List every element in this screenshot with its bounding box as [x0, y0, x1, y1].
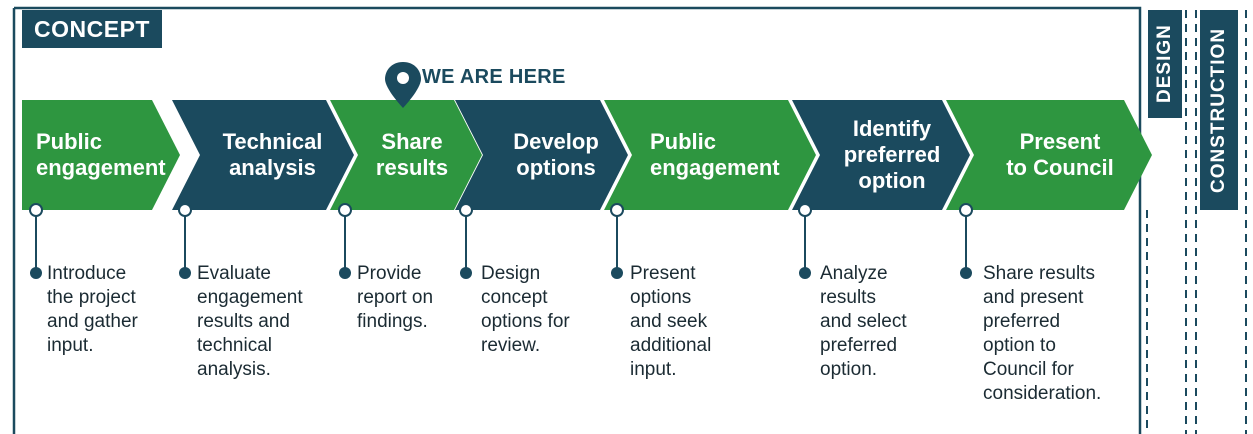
construction-phase-label: CONSTRUCTION [1208, 27, 1229, 193]
step-chevron-5 [604, 100, 816, 210]
step-title-7: Present to Council [1006, 129, 1114, 180]
step-title-3: Share results [375, 129, 449, 180]
design-block [1148, 10, 1182, 118]
step-title-4: Develop options [513, 129, 599, 180]
step-title-6: Identify preferred option [843, 116, 941, 193]
step-chevron-4 [455, 100, 628, 210]
step-chevron-2 [172, 100, 354, 210]
step-description-3: Provide report on findings. [357, 263, 434, 332]
step-bullet-dot-2 [179, 267, 191, 279]
step-bullet-dot-5 [611, 267, 623, 279]
step-description-4: Design concept options for review. [481, 263, 570, 356]
step-title-2: Technical analysis [222, 129, 323, 180]
step-description-7: Share results and present preferred opti… [983, 263, 1102, 404]
location-pin-icon [385, 62, 421, 108]
step-title-5: Public engagement [650, 129, 780, 180]
step-chevron-1 [22, 100, 180, 210]
design-phase-label: DESIGN [1154, 24, 1175, 104]
step-connector-top-dot-3 [338, 203, 352, 217]
step-bullet-dot-1 [30, 267, 42, 279]
we-are-here-label: WE ARE HERE [422, 66, 566, 88]
concept-frame [14, 6, 1142, 434]
step-connector-top-dot-4 [459, 203, 473, 217]
step-connector-top-dot-6 [798, 203, 812, 217]
step-description-6: Analyze results and select preferred opt… [820, 263, 907, 380]
step-connector-top-dot-7 [959, 203, 973, 217]
step-connector-top-dot-1 [29, 203, 43, 217]
step-connector-top-dot-5 [610, 203, 624, 217]
step-description-2: Evaluate engagement results and technica… [197, 263, 303, 380]
step-bullet-dot-6 [799, 267, 811, 279]
step-title-1: Public engagement [36, 129, 166, 180]
step-description-1: Introduce the project and gather input. [47, 263, 138, 356]
step-chevron-3 [330, 100, 482, 210]
step-chevron-7 [946, 100, 1152, 210]
step-connector-top-dot-2 [178, 203, 192, 217]
step-bullet-dot-3 [339, 267, 351, 279]
construction-block [1200, 10, 1238, 210]
step-description-5: Present options and seek additional inpu… [630, 263, 712, 380]
concept-phase-label: CONCEPT [22, 10, 162, 48]
step-chevron-6 [792, 100, 970, 210]
step-bullet-dot-7 [960, 267, 972, 279]
step-bullet-dot-4 [460, 267, 472, 279]
